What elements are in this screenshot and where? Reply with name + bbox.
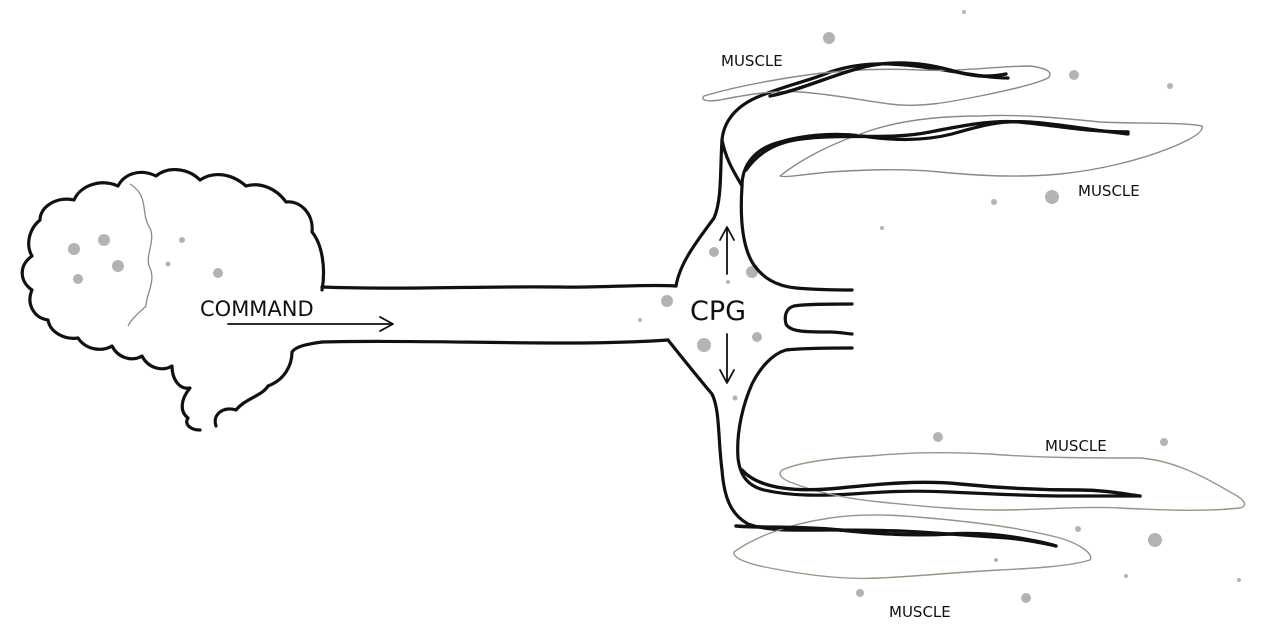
command-label: COMMAND [200, 297, 314, 321]
nerve-cord [322, 285, 676, 343]
muscle-label-top-right: MUSCLE [1078, 182, 1140, 200]
cpg-up-arrow [720, 227, 734, 274]
muscle-label-bottom: MUSCLE [889, 603, 951, 621]
cord-upper-edge [322, 285, 676, 288]
cord-lower-edge [322, 340, 668, 343]
cpg-down-arrow [720, 334, 734, 383]
muscle-label-top-left: MUSCLE [721, 52, 783, 70]
cpg-label: CPG [690, 296, 746, 327]
brain-stem-curve [215, 342, 322, 426]
muscle-bottom-right [742, 453, 1245, 511]
brain-fissure [128, 184, 152, 326]
muscle-bottom [734, 515, 1091, 578]
muscle-top-right [746, 115, 1202, 176]
muscle-label-bottom-right: MUSCLE [1045, 437, 1107, 455]
